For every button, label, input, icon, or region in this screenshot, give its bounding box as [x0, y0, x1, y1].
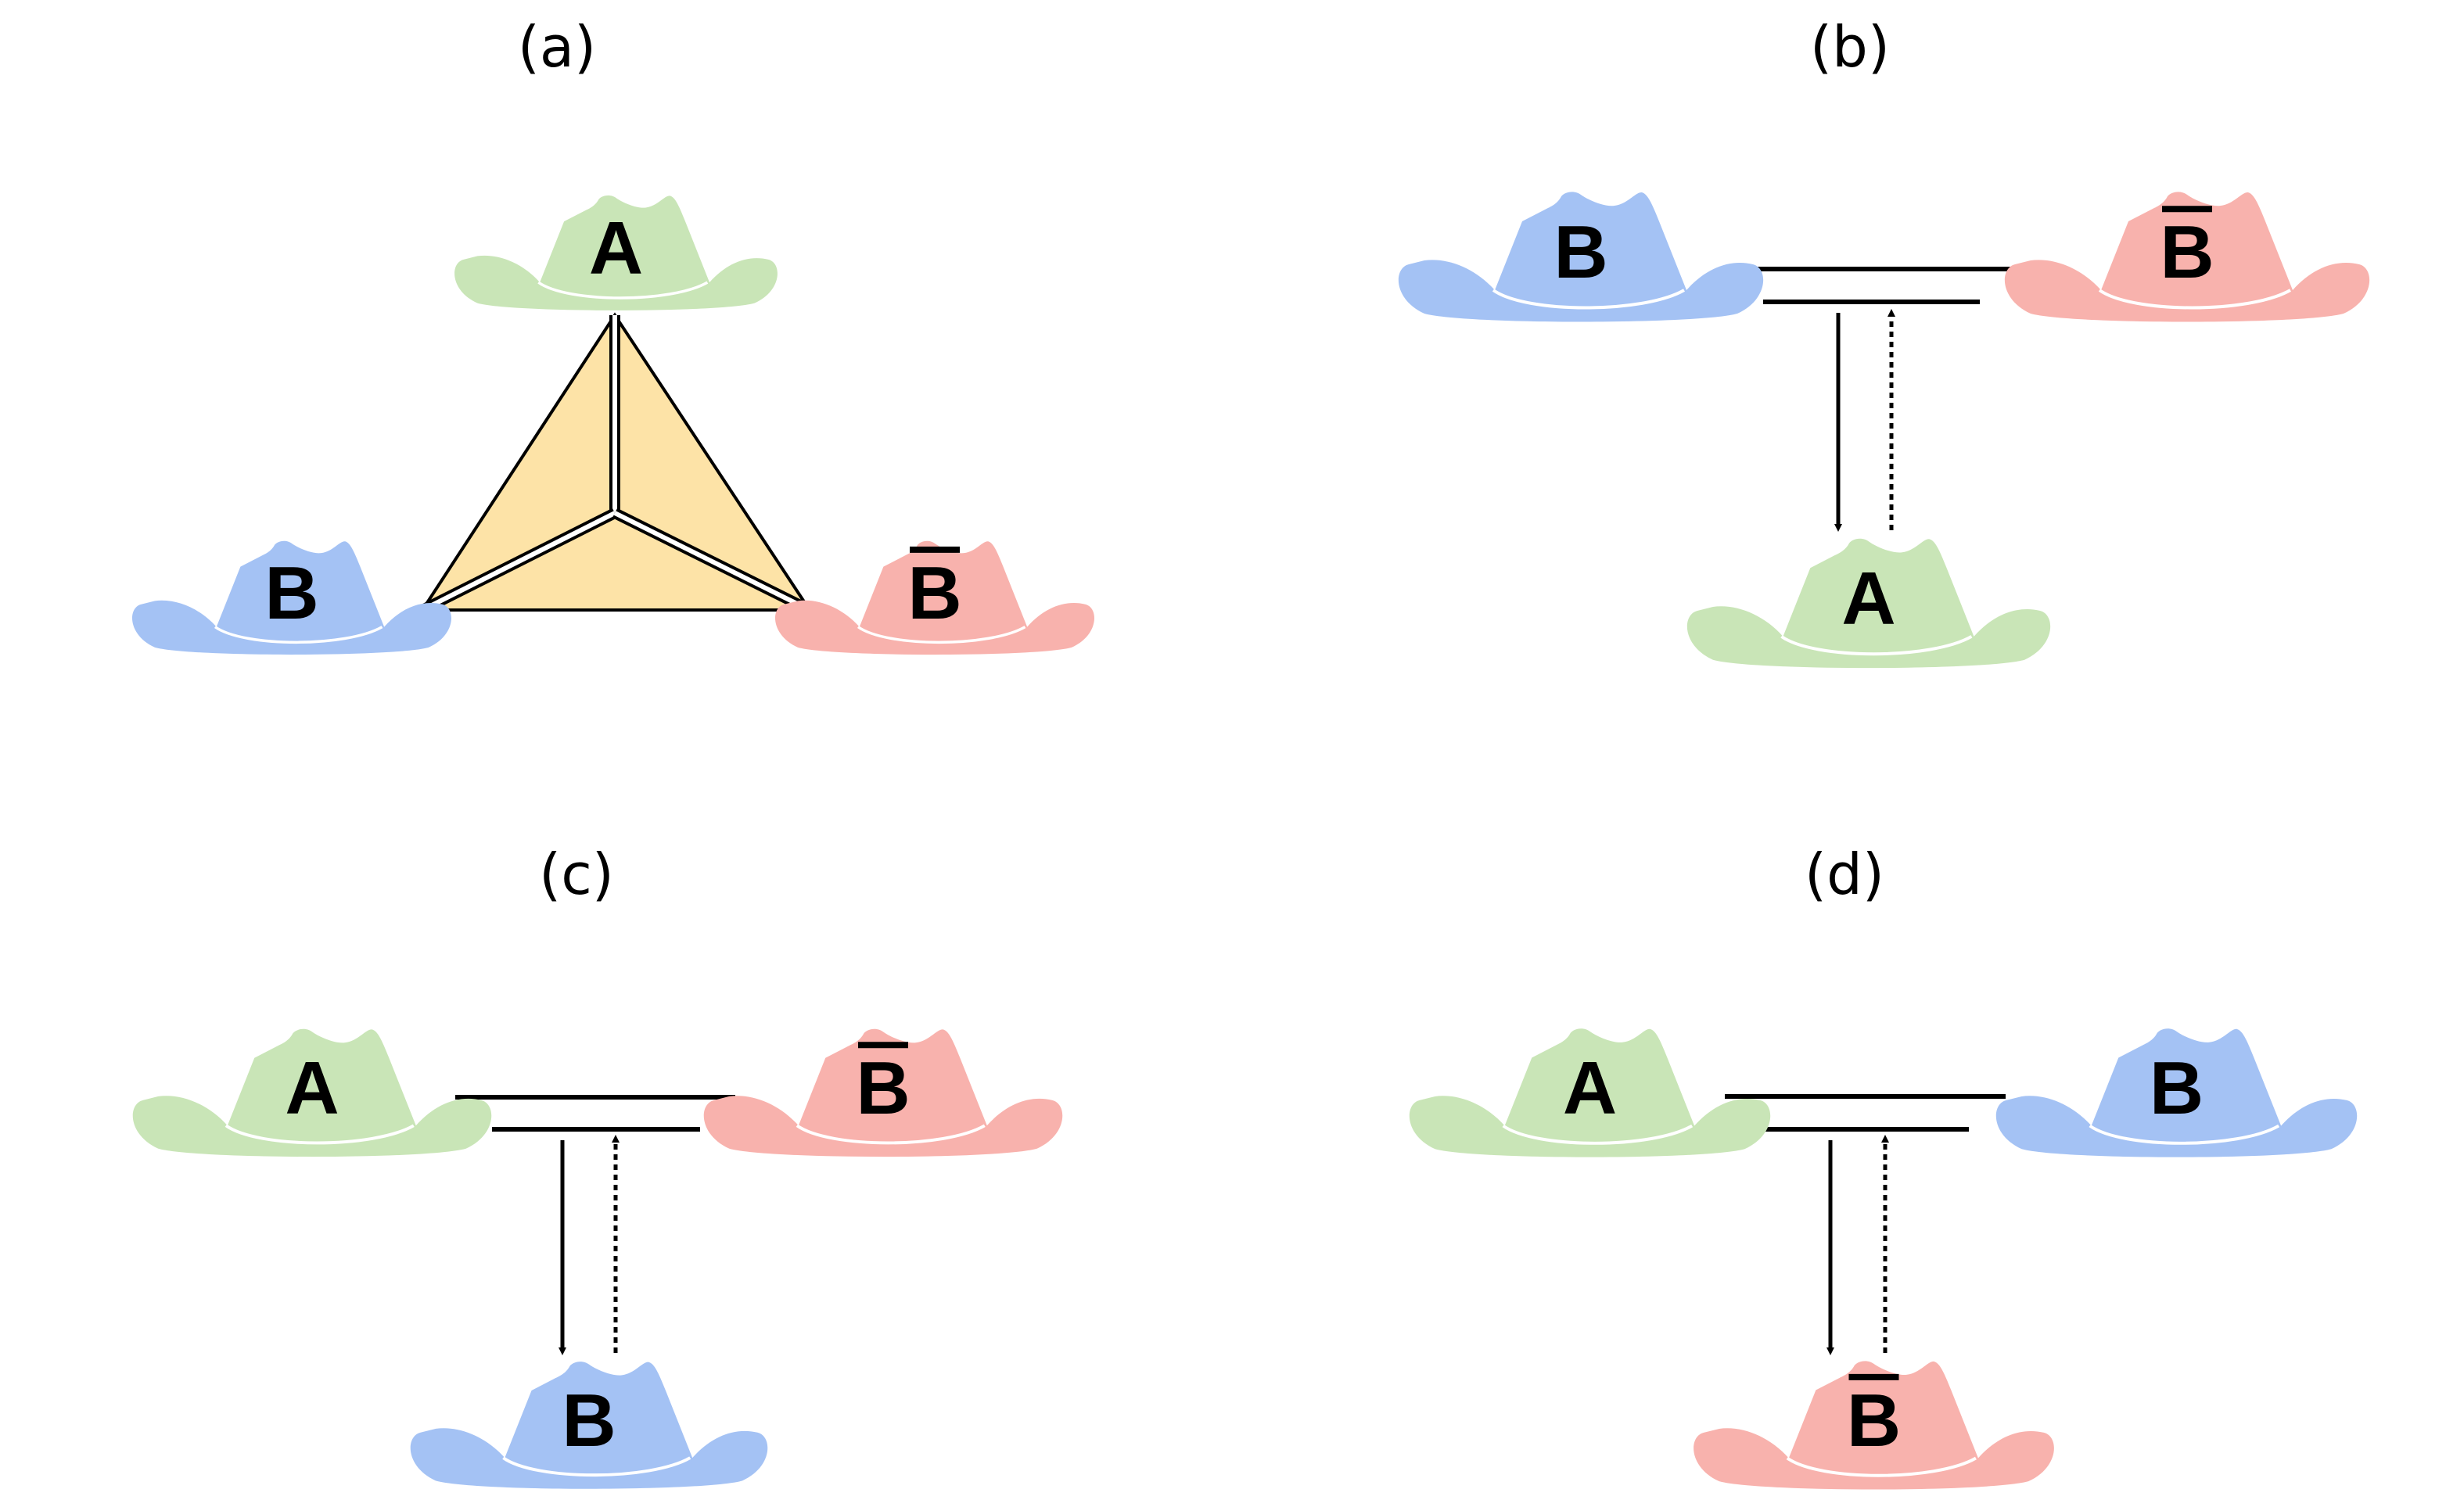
hat-c-left: A: [131, 1027, 494, 1159]
triangle-edges: [419, 315, 813, 615]
hat-c-observer: B: [408, 1360, 770, 1491]
hat-d-left: A: [1407, 1027, 1773, 1159]
hat-label: B: [1847, 1379, 1901, 1462]
panel-a: A B B: [131, 193, 1096, 657]
hat-a-bottom-left: B: [131, 539, 453, 657]
hat-label: B: [856, 1046, 910, 1130]
hat-label: B: [907, 551, 961, 635]
hat-a-top: A: [453, 193, 779, 312]
hat-b-observer: A: [1685, 536, 2053, 669]
panel-label-b: (b): [1810, 14, 1890, 80]
hat-label: A: [1841, 557, 1895, 640]
panel-label-d: (d): [1805, 841, 1884, 907]
panel-c: A B B: [131, 1027, 1065, 1491]
hat-label: B: [1553, 210, 1607, 294]
hat-label: A: [589, 206, 643, 290]
hat-label: A: [285, 1046, 339, 1130]
hat-d-right: B: [1994, 1027, 2359, 1159]
hat-d-observer: B: [1692, 1359, 2056, 1491]
panel-d: A B B: [1407, 1027, 2359, 1491]
hat-label: A: [1563, 1046, 1617, 1130]
hat-label: B: [2150, 1046, 2204, 1130]
panel-label-c: (c): [539, 841, 614, 907]
panel-b: B B A: [1399, 192, 2369, 669]
hat-b-right: B: [2005, 192, 2369, 321]
panel-label-a: (a): [518, 14, 596, 80]
hat-label: B: [2160, 210, 2214, 294]
hat-b-left: B: [1399, 192, 1763, 321]
hat-a-bottom-right: B: [774, 539, 1096, 657]
hat-label: B: [264, 551, 318, 635]
hat-c-right: B: [702, 1027, 1065, 1159]
hat-label: B: [562, 1379, 616, 1462]
